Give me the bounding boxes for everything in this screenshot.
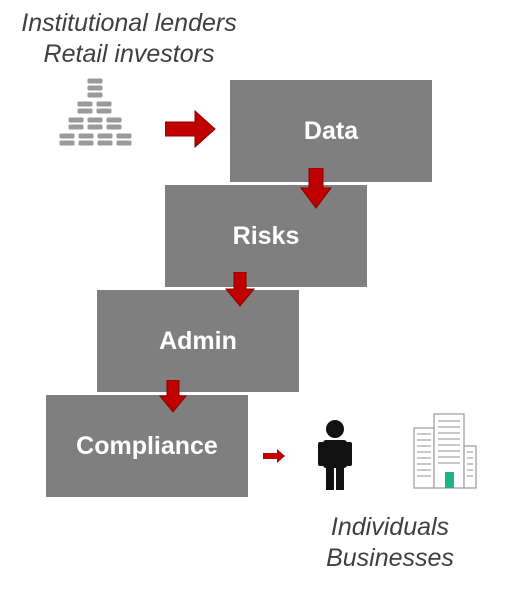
- arrow-data-to-risks: [300, 168, 332, 209]
- step-admin: Admin: [97, 290, 299, 392]
- recipients-line-1: Individuals: [330, 513, 450, 541]
- step-data: Data: [230, 80, 432, 182]
- sources-caption: Institutional lenders Retail investors: [10, 8, 248, 70]
- recipients-caption: Individuals Businesses: [300, 512, 480, 574]
- step-data-label: Data: [303, 116, 359, 145]
- step-admin-label: Admin: [159, 326, 237, 355]
- arrow-admin-to-compliance: [158, 380, 188, 413]
- step-compliance: Compliance: [46, 395, 248, 497]
- sources-line-1: Institutional lenders: [21, 9, 237, 37]
- person-icon: [318, 420, 352, 490]
- arrow-to-data: [165, 109, 216, 149]
- arrow-to-recipients: [263, 449, 285, 463]
- buildings-icon: [413, 413, 477, 489]
- recipients-line-2: Businesses: [326, 544, 454, 572]
- coin-stack-icon: [58, 77, 133, 147]
- step-compliance-label: Compliance: [76, 431, 218, 460]
- step-risks: Risks: [165, 185, 367, 287]
- step-risks-label: Risks: [232, 221, 300, 250]
- arrow-risks-to-admin: [224, 272, 256, 307]
- sources-line-2: Retail investors: [43, 40, 215, 68]
